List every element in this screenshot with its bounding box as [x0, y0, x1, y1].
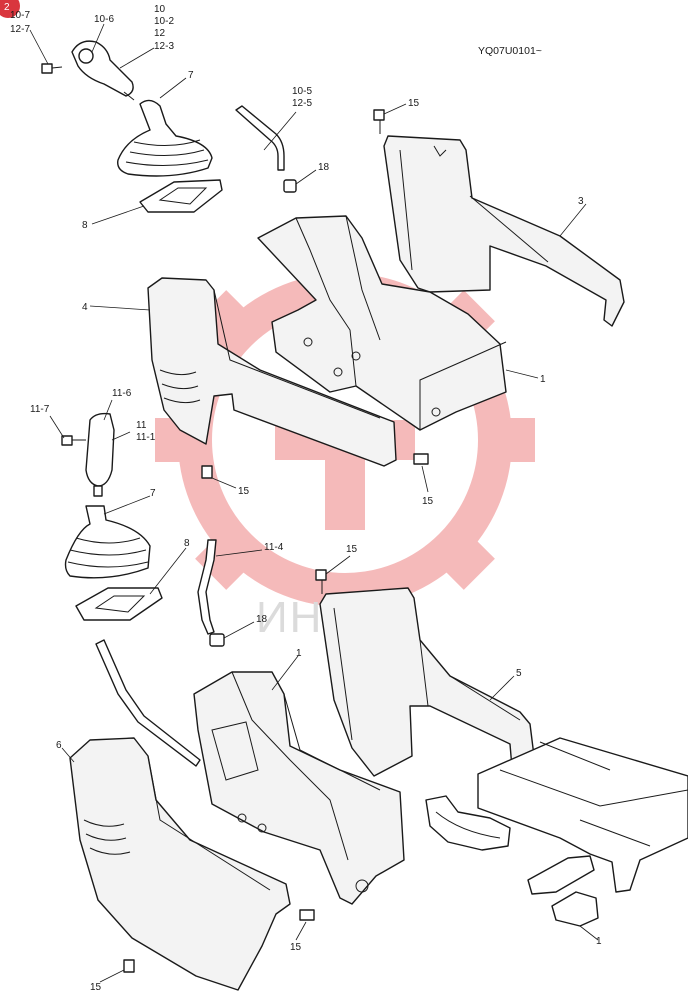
- callout-3: 3: [578, 196, 584, 207]
- callout-15-mid-right: 15: [422, 496, 434, 507]
- callout-10-7: 10-7: [10, 10, 30, 21]
- lever-knob-top: [71, 40, 135, 101]
- callout-11-1: 11-1: [136, 432, 156, 443]
- drawing-code: YQ07U0101~: [478, 45, 542, 57]
- callout-12: 12: [154, 28, 166, 39]
- bolt-middle-left: [61, 435, 86, 446]
- rubber-boot-middle: [64, 505, 151, 579]
- leader-lines: [29, 23, 599, 983]
- callout-11-6: 11-6: [112, 388, 132, 399]
- console-frame-lower: [193, 671, 405, 905]
- callout-1-bottom-right: 1: [596, 936, 602, 947]
- nut-top: [283, 179, 297, 193]
- bolt-bottom-top: [315, 569, 327, 594]
- cylinder-rod: [527, 855, 595, 895]
- callout-15-top-right: 15: [408, 98, 420, 109]
- callout-1-mid: 1: [540, 374, 546, 385]
- bracket-bottom-right: [551, 891, 599, 927]
- callout-10-6: 10-6: [94, 14, 114, 25]
- callout-11-7: 11-7: [30, 404, 50, 415]
- callout-18-top: 18: [318, 162, 330, 173]
- corner-badge-text: 2: [4, 2, 10, 13]
- callout-10-2: 10-2: [154, 16, 174, 27]
- callout-10-5: 10-5: [292, 86, 312, 97]
- bolt-bottom-mid: [299, 909, 315, 921]
- side-panel-5: [319, 587, 535, 777]
- cover-plate-top: [139, 179, 223, 213]
- bolt-top-right: [373, 109, 385, 134]
- callout-10: 10: [154, 4, 166, 15]
- pedal-linkage: [425, 795, 511, 851]
- callout-8-mid: 8: [184, 538, 190, 549]
- bolt-middle-left-lower: [201, 465, 213, 479]
- callout-15-bottom-top: 15: [346, 544, 358, 555]
- side-cover-4: [147, 277, 397, 467]
- lever-knob-middle: [85, 412, 115, 497]
- callout-1-bottom: 1: [296, 648, 302, 659]
- callout-11-4: 11-4: [264, 542, 284, 553]
- callout-15-bottom-left: 15: [90, 982, 102, 993]
- callout-12-7: 12-7: [10, 24, 30, 35]
- cover-plate-middle: [75, 587, 163, 621]
- bolt-middle-right: [413, 453, 429, 465]
- callout-15-bottom-mid: 15: [290, 942, 302, 953]
- callout-18-bottom: 18: [256, 614, 268, 625]
- callout-12-3: 12-3: [154, 41, 174, 52]
- nut-bottom: [209, 633, 225, 647]
- side-cover-6: [69, 737, 291, 991]
- shift-rod-bottom: [197, 539, 217, 635]
- long-lever-lower: [95, 639, 201, 767]
- shift-rod-top: [235, 105, 285, 171]
- callout-15-mid-left: 15: [238, 486, 250, 497]
- bolt-bottom-left: [123, 959, 135, 973]
- callout-6: 6: [56, 740, 62, 751]
- console-frame-upper: [257, 215, 507, 431]
- callout-8-top: 8: [82, 220, 88, 231]
- callout-labels: 10-7 12-7 10-6 10 10-2 12 12-3 7 8 10-5 …: [10, 4, 602, 993]
- callout-12-5: 12-5: [292, 98, 312, 109]
- callout-5: 5: [516, 668, 522, 679]
- callout-4: 4: [82, 302, 88, 313]
- callout-7-top: 7: [188, 70, 194, 81]
- callout-11: 11: [136, 420, 147, 431]
- chassis-frame: [477, 737, 688, 893]
- bolt-top-left: [41, 63, 63, 74]
- rubber-boot-top: [117, 99, 213, 177]
- callout-7-mid: 7: [150, 488, 156, 499]
- corner-badge: 2: [0, 0, 20, 18]
